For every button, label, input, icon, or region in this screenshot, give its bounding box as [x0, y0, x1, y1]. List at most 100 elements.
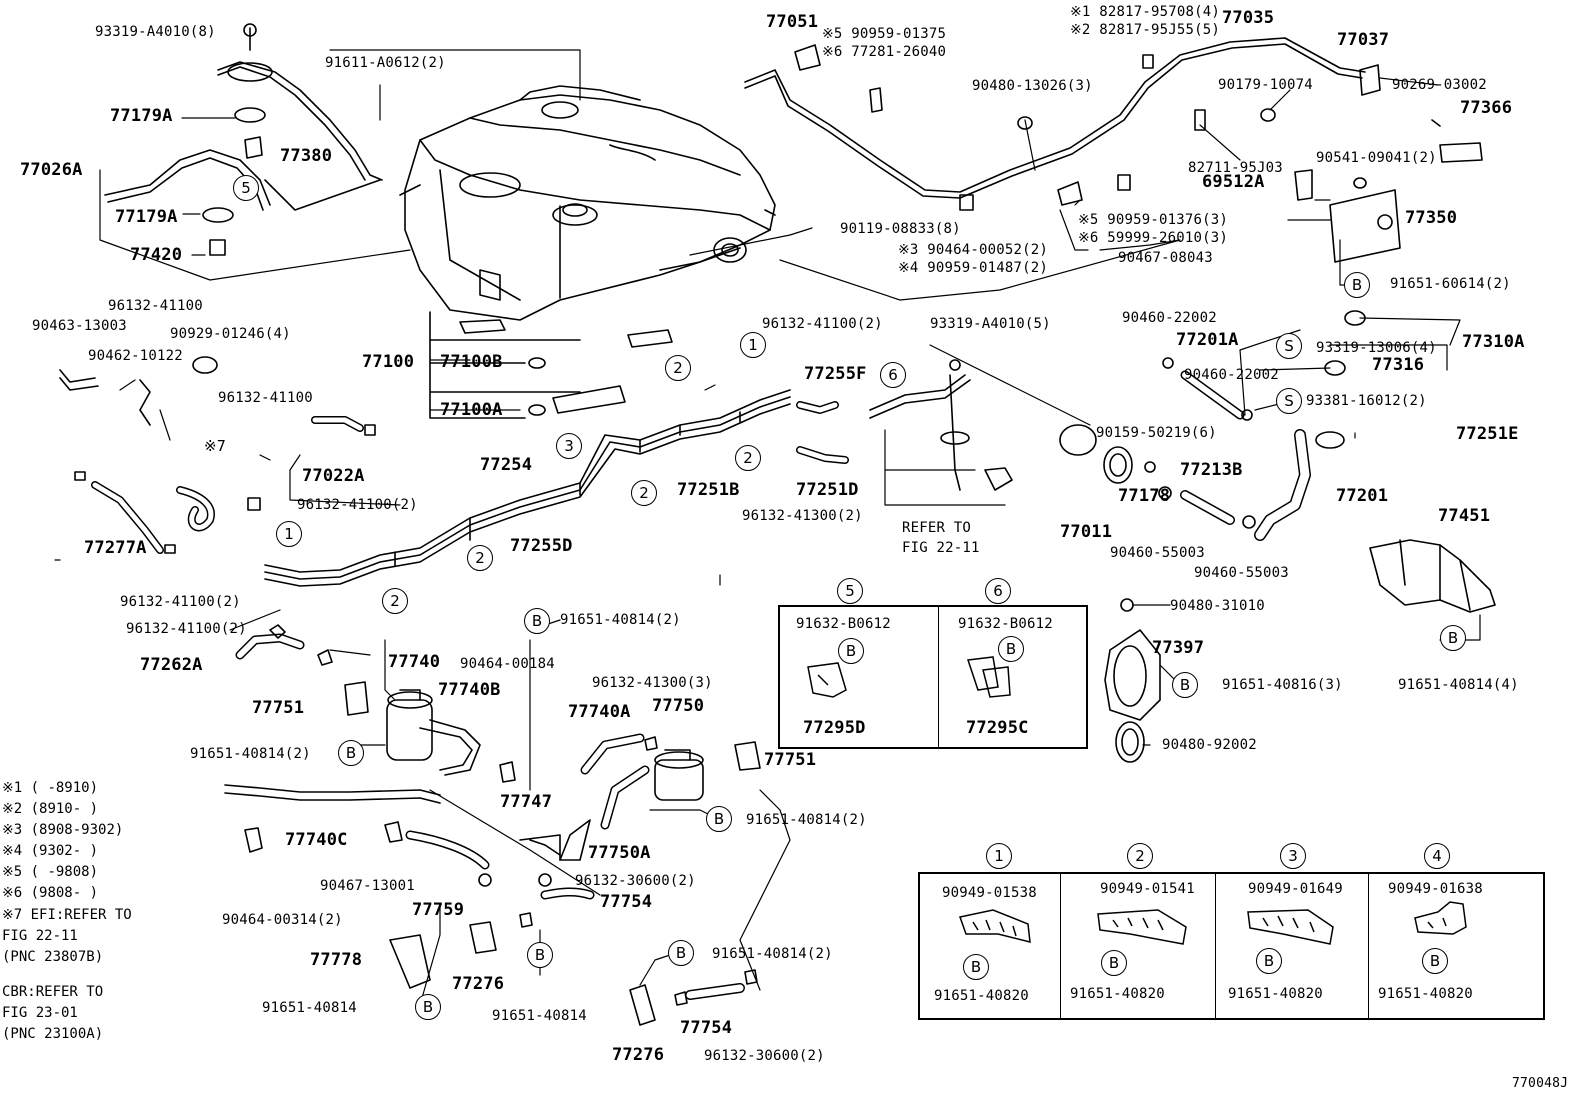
label-77316: 77316	[1372, 355, 1425, 375]
clamp-circle-3: 3	[1280, 843, 1306, 869]
label-90460-55003-b: 90460-55003	[1194, 565, 1289, 581]
label-77747: 77747	[500, 792, 553, 812]
bottom-center-drawing	[519, 733, 761, 1026]
label-90541-09041: 90541-09041(2)	[1316, 150, 1437, 166]
circle-1-label: 1	[276, 521, 302, 547]
label-90480-92002: 90480-92002	[1162, 737, 1257, 753]
note-6: ※6 (9808- )	[2, 885, 99, 901]
inset-circle-5: 5	[837, 578, 863, 604]
fuel-tank-drawing	[399, 85, 776, 321]
circle-5-label: 5	[233, 175, 259, 201]
circle-2-label: 2	[382, 588, 408, 614]
label-91651-40814-2b: 91651-40814(2)	[190, 746, 311, 762]
label-77740b: 77740B	[438, 680, 501, 700]
label-90462-10122: 90462-10122	[88, 348, 183, 364]
label-77740: 77740	[388, 652, 441, 672]
circle-b-label: B	[1440, 625, 1466, 651]
label-refer-to: REFER TO	[902, 520, 972, 536]
circle-1-label: 1	[740, 332, 766, 358]
label-77750: 77750	[652, 696, 705, 716]
inset-5-6-box	[778, 605, 1088, 749]
label-77420: 77420	[130, 245, 183, 265]
inset-circle-6: 6	[985, 578, 1011, 604]
label-93319-a4010-5: 93319-A4010(5)	[930, 316, 1051, 332]
label-96132-30600-2a: 96132-30600(2)	[575, 873, 696, 889]
clamp-1-bolt: 91651-40820	[934, 988, 1029, 1004]
label-90467-08043: 90467-08043	[1118, 250, 1213, 266]
label-77051: 77051	[766, 12, 819, 32]
label-77276-a: 77276	[452, 974, 505, 994]
clamp-divider-2	[1215, 872, 1216, 1018]
diagram-id: 770048J	[1512, 1076, 1569, 1091]
label-90269-03002: 90269-03002	[1392, 77, 1487, 93]
label-90467-13001: 90467-13001	[320, 878, 415, 894]
label-77201: 77201	[1336, 486, 1389, 506]
label-96132-41100-a: 96132-41100	[108, 298, 203, 314]
bottom-left-drawing	[224, 624, 595, 989]
clamp-circle-2: 2	[1127, 843, 1153, 869]
label-90480-31010: 90480-31010	[1170, 598, 1265, 614]
label-90119-08833: 90119-08833(8)	[840, 221, 961, 237]
circle-s-label: S	[1276, 388, 1302, 414]
label-77037: 77037	[1337, 30, 1390, 50]
circle-b-label: B	[338, 740, 364, 766]
label-90959-01487: ※4 90959-01487(2)	[898, 260, 1048, 276]
vent-tube-drawing	[744, 37, 1483, 263]
clamp-4-part: 90949-01638	[1388, 881, 1483, 897]
label-96132-41100-2a: 96132-41100(2)	[762, 316, 883, 332]
circle-b-label: B	[527, 942, 553, 968]
circle-6-label: 6	[880, 362, 906, 388]
label-91651-40814-2c: 91651-40814(2)	[746, 812, 867, 828]
clamp-3-part: 90949-01649	[1248, 881, 1343, 897]
label-77255d: 77255D	[510, 536, 573, 556]
clamp-2-bolt: 91651-40820	[1070, 986, 1165, 1002]
inset-6-b: B	[998, 636, 1024, 662]
note-7-fig: FIG 22-11	[2, 928, 78, 944]
clamp-3-b: B	[1256, 948, 1282, 974]
label-91651-40816: 91651-40816(3)	[1222, 677, 1343, 693]
label-77201a: 77201A	[1176, 330, 1239, 350]
label-77254: 77254	[480, 455, 533, 475]
clamp-circle-4: 4	[1424, 843, 1450, 869]
label-90460-22002-b: 90460-22002	[1184, 367, 1279, 383]
label-77366: 77366	[1460, 98, 1513, 118]
label-69512a: 69512A	[1202, 172, 1265, 192]
circle-2-label: 2	[735, 445, 761, 471]
note-4: ※4 (9302- )	[2, 843, 99, 859]
label-77750a: 77750A	[588, 843, 651, 863]
circle-b-label: B	[1172, 672, 1198, 698]
note-cbr: CBR:REFER TO	[2, 984, 104, 1000]
label-77022a: 77022A	[302, 466, 365, 486]
label-77100: 77100	[362, 352, 415, 372]
note-3: ※3 (8908-9302)	[2, 822, 124, 838]
label-91651-40814-4: 91651-40814(4)	[1398, 677, 1519, 693]
label-77754-a: 77754	[600, 892, 653, 912]
right-lower-drawing	[1104, 539, 1496, 763]
label-77778: 77778	[310, 950, 363, 970]
clamp-table-box	[918, 872, 1545, 1020]
label-93381-16012: 93381-16012(2)	[1306, 393, 1427, 409]
label-90959-01376: ※5 90959-01376(3)	[1078, 212, 1228, 228]
label-96132-41100-2c: 96132-41100(2)	[120, 594, 241, 610]
clamp-drawings	[959, 901, 1467, 945]
label-77251e: 77251E	[1456, 424, 1519, 444]
label-77310a: 77310A	[1462, 332, 1525, 352]
left-hoses-drawing	[59, 356, 376, 554]
clamp-3-bolt: 91651-40820	[1228, 986, 1323, 1002]
label-82817-95708: ※1 82817-95708(4)	[1070, 4, 1220, 20]
inset-divider	[938, 605, 939, 747]
label-90959-01375: ※5 90959-01375	[822, 26, 947, 42]
inset-5-b: B	[838, 638, 864, 664]
fuel-lines-drawing	[264, 389, 791, 587]
label-93319-13006: 93319-13006(4)	[1316, 340, 1437, 356]
circle-2-label: 2	[631, 480, 657, 506]
label-77277a: 77277A	[84, 538, 147, 558]
label-90464-00184: 90464-00184	[460, 656, 555, 672]
clamp-divider-3	[1368, 872, 1369, 1018]
label-77011: 77011	[1060, 522, 1113, 542]
label-77213b: 77213B	[1180, 460, 1243, 480]
label-96132-41100-2b: 96132-41100(2)	[297, 497, 418, 513]
label-90159-50219: 90159-50219(6)	[1096, 425, 1217, 441]
circle-b-label: B	[668, 940, 694, 966]
